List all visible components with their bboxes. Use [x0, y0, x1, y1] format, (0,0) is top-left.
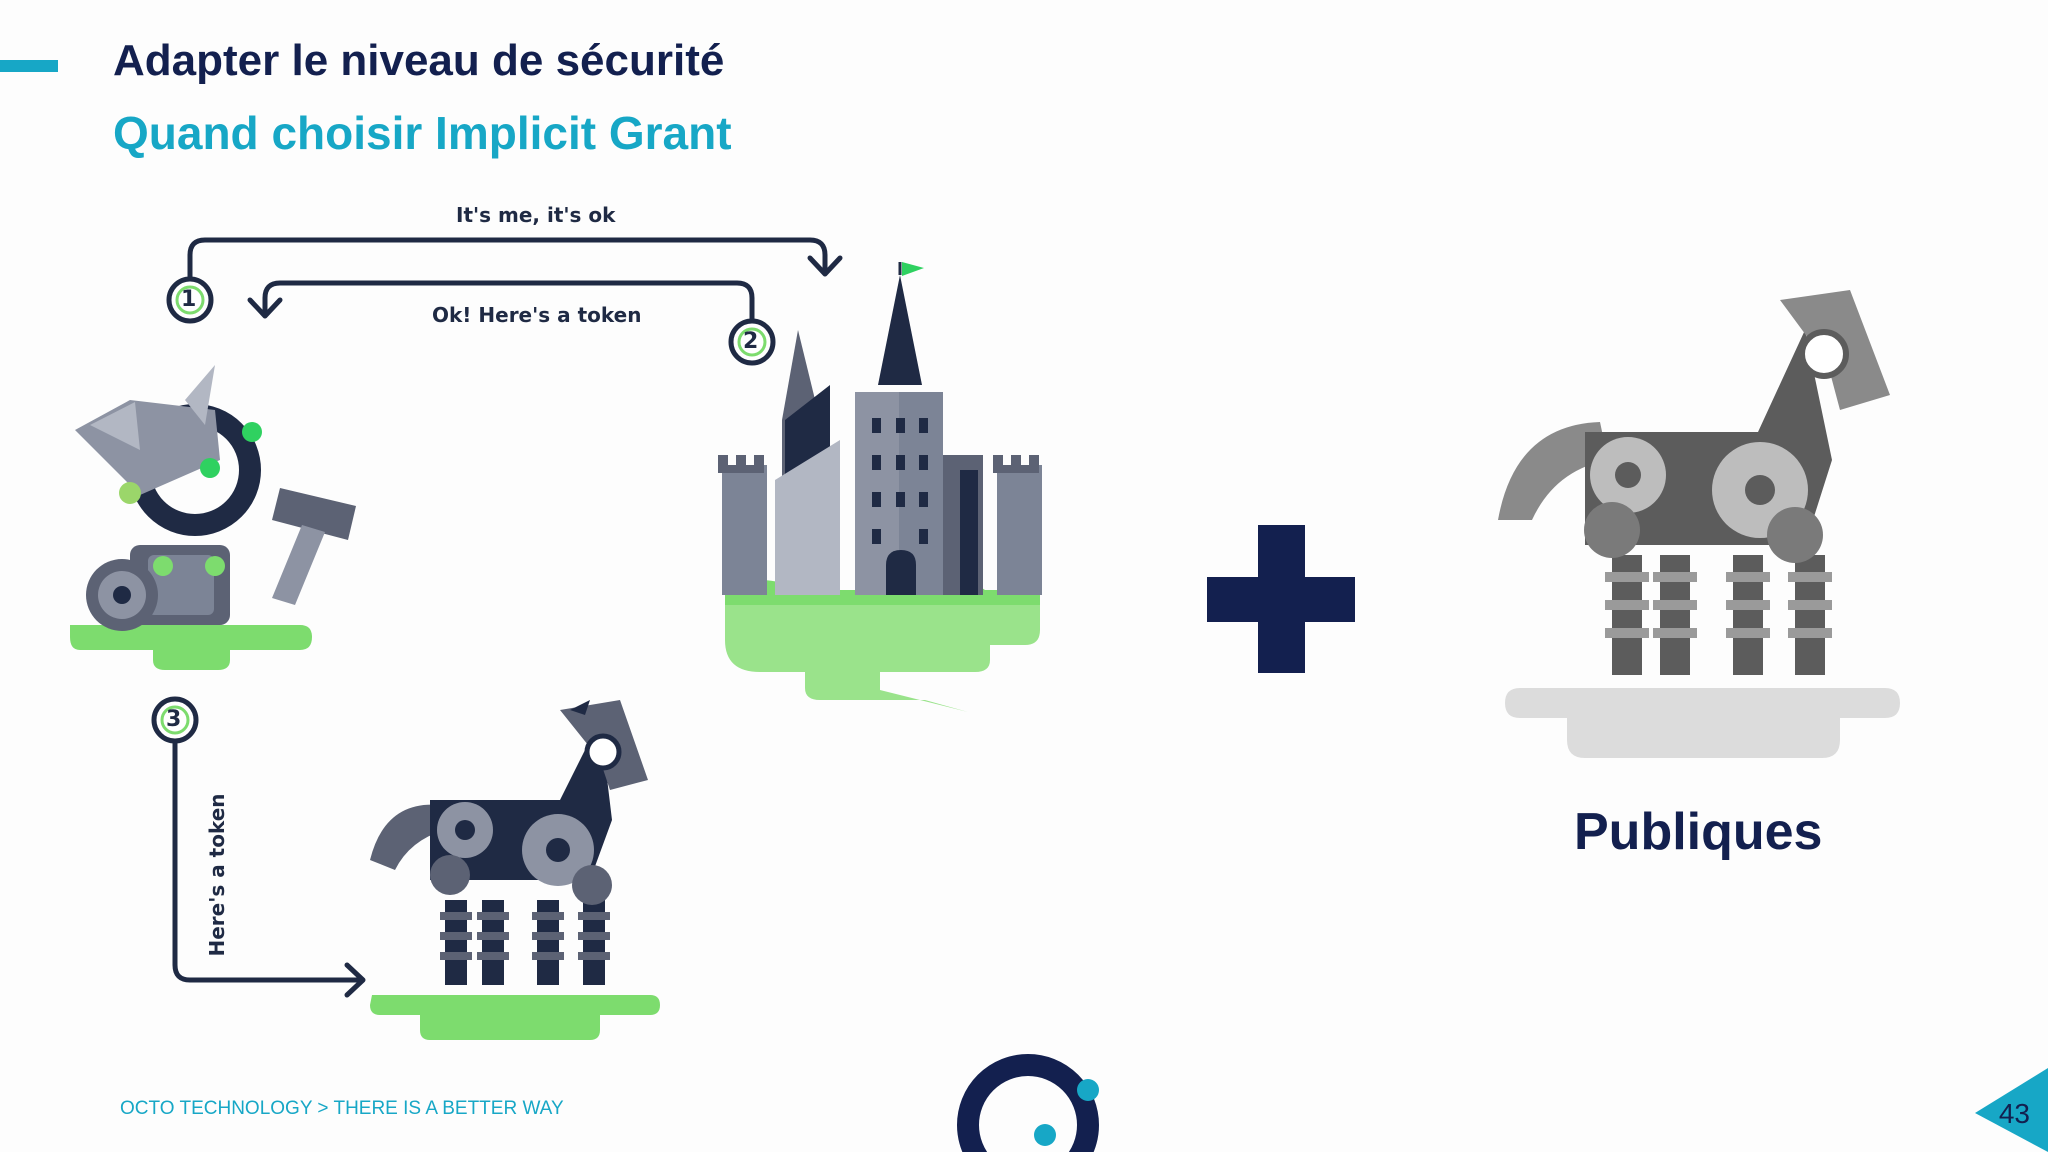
- arrow-2-label: Ok! Here's a token: [432, 303, 642, 327]
- page-number: 43: [1998, 1098, 2030, 1129]
- arrow-1-label: It's me, it's ok: [456, 203, 616, 227]
- robot-horse-icon: [370, 700, 660, 1040]
- public-clients-caption: Publiques: [1574, 803, 1823, 861]
- castle-icon: [718, 262, 1042, 712]
- step-badge-2: [728, 318, 776, 366]
- arrow-1-head: [807, 255, 843, 277]
- page-subtitle: Quand choisir Implicit Grant: [113, 106, 732, 160]
- knight-icon: [70, 365, 356, 670]
- subtitle-emphasis: Implicit Grant: [435, 107, 732, 159]
- flow-arrows: [172, 237, 843, 998]
- plus-icon: [1207, 525, 1355, 673]
- arrow-3: [172, 737, 365, 983]
- accent-bar: [0, 60, 58, 72]
- arrow-3-label: Here's a token: [205, 793, 229, 957]
- grey-robot-horse-icon: [1498, 290, 1900, 758]
- page-title: Adapter le niveau de sécurité: [113, 36, 725, 85]
- step-badge-1: [166, 276, 214, 324]
- page-number-tab: [1975, 1068, 2048, 1152]
- arrow-1: [187, 237, 828, 283]
- footer-tagline: OCTO TECHNOLOGY > THERE IS A BETTER WAY: [120, 1098, 564, 1119]
- arrow-3-head: [344, 962, 366, 998]
- step-badge-3: [151, 696, 199, 744]
- subtitle-prefix: Quand choisir: [113, 107, 436, 159]
- step-number-2: 2: [743, 329, 759, 354]
- octo-logo: [957, 1054, 1099, 1152]
- arrow-2: [262, 280, 755, 328]
- step-number-3: 3: [166, 707, 182, 732]
- step-number-1: 1: [181, 287, 197, 312]
- arrow-2-head: [247, 297, 283, 319]
